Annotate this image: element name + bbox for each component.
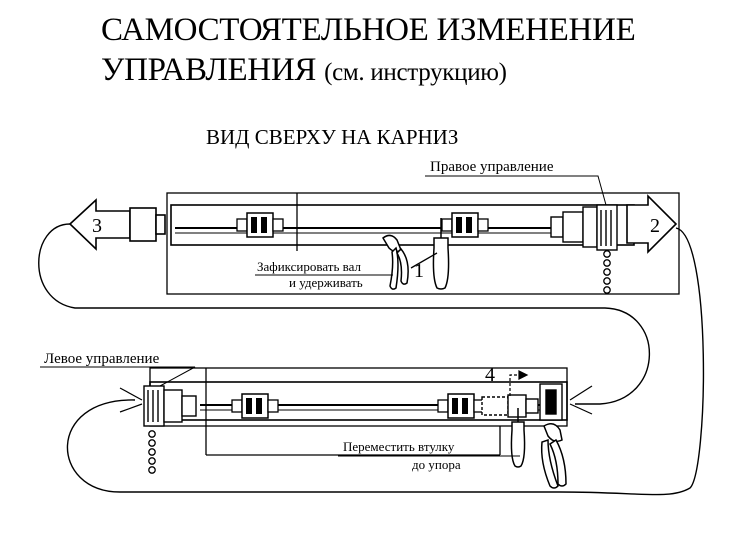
left-control-mechanism [143,385,197,427]
step-2-label: 2 [650,215,660,237]
step-1-label: 1 [414,260,424,282]
left-control-leader [40,366,196,387]
title: САМОСТОЯТЕЛЬНОЕ ИЗМЕНЕНИЕ УПРАВЛЕНИЯ (см… [101,10,636,93]
fix-shaft-label-2: и удерживать [289,275,363,290]
left-bead-chain [148,430,156,474]
move-sleeve-label-2: до упора [412,457,461,472]
screwdriver-top [432,218,450,290]
arrow-2 [626,194,678,254]
right-bead-chain [603,250,611,294]
step-4-arrow [509,370,529,396]
step-1-pointer [410,252,438,269]
step-3-label: 3 [92,215,102,237]
right-control-mechanism [550,204,618,251]
title-line-1: САМОСТОЯТЕЛЬНОЕ ИЗМЕНЕНИЕ [101,12,636,48]
step-4-label: 4 [485,364,495,386]
arrow-3 [68,198,166,251]
end-marks [119,385,593,415]
title-line-2: УПРАВЛЕНИЯ (см. инструкцию) [101,50,635,93]
right-end-cap [539,383,563,421]
bottom-coupling-right [437,393,485,419]
pliers-top [382,234,409,290]
bottom-coupling-left [231,393,279,419]
title-line-2-main: УПРАВЛЕНИЯ [101,52,317,88]
left-control-label: Левое управление [44,351,160,367]
diagram-heading: ВИД СВЕРХУ НА КАРНИЗ [206,125,458,149]
pliers-bottom [540,423,567,489]
right-control-leader [425,175,607,206]
right-control-label: Правое управление [430,159,554,175]
fix-shaft-label-1: Зафиксировать вал [257,259,361,274]
move-sleeve-label-1: Переместить втулку [343,439,455,454]
connector-curves [38,223,705,496]
bottom-sleeve [481,394,539,418]
title-note: (см. инструкцию) [324,59,507,86]
